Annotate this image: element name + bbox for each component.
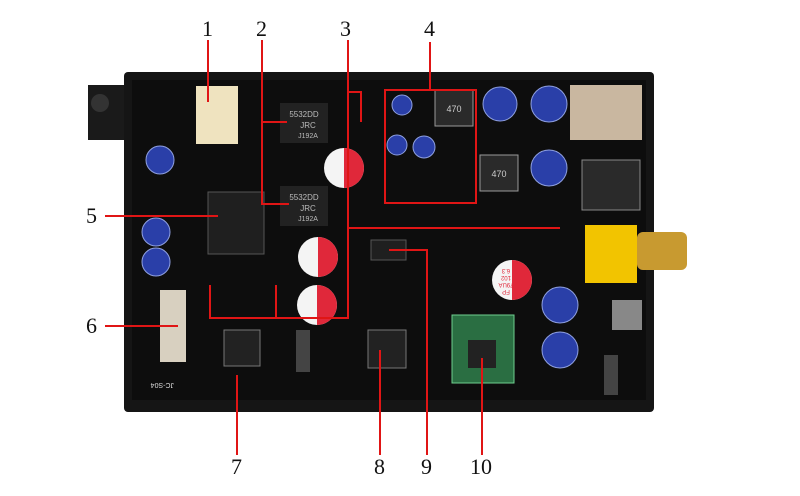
microcontroller bbox=[223, 329, 261, 367]
blue-capacitors bbox=[141, 85, 579, 369]
inductor: 470 bbox=[479, 154, 519, 192]
callout-9: 9 bbox=[421, 454, 432, 479]
usb-controller bbox=[367, 329, 407, 369]
leader-lines bbox=[105, 40, 560, 455]
pin-header bbox=[604, 355, 618, 395]
micro-usb-port bbox=[612, 300, 642, 330]
cap-marking-line4: 6.3 bbox=[501, 267, 510, 273]
cap-marking-line2: 79UA bbox=[498, 281, 513, 287]
opamp-brand: JRC bbox=[300, 121, 316, 130]
rca-connector bbox=[585, 225, 637, 283]
cap-marking-line3: 102 bbox=[500, 274, 511, 280]
callout-1: 1 bbox=[202, 16, 213, 41]
opamp-chip: 5532DD JRC J192A bbox=[280, 186, 328, 226]
capacitor-marking: FP 79UA 102 6.3 bbox=[498, 267, 513, 294]
dac-chip bbox=[207, 191, 265, 255]
opamp-marking: 5532DD bbox=[289, 193, 319, 202]
callout-6: 6 bbox=[86, 313, 97, 338]
opamp-code: J192A bbox=[298, 133, 318, 140]
callout-2: 2 bbox=[256, 16, 267, 41]
cap-marking-line1: FP bbox=[502, 288, 510, 294]
pin-header bbox=[296, 330, 310, 372]
relay bbox=[196, 86, 238, 144]
opamp-code: J192A bbox=[298, 216, 318, 223]
opamp-brand: JRC bbox=[300, 204, 316, 213]
callout-7: 7 bbox=[231, 454, 242, 479]
opamp-chip: 5532DD JRC J192A bbox=[280, 103, 328, 143]
inductor-marking: 470 bbox=[446, 104, 461, 114]
callout-3: 3 bbox=[340, 16, 351, 41]
callout-10: 10 bbox=[470, 454, 492, 479]
callout-5: 5 bbox=[86, 203, 97, 228]
optical-input bbox=[581, 159, 641, 211]
callout-8: 8 bbox=[374, 454, 385, 479]
board-label: JC-S04 bbox=[151, 381, 174, 388]
opamp-marking: 5532DD bbox=[289, 110, 319, 119]
red-capacitor bbox=[297, 148, 532, 325]
coaxial-output bbox=[570, 85, 642, 140]
callout-4: 4 bbox=[424, 16, 435, 41]
inductor-marking: 470 bbox=[491, 169, 506, 179]
inductor: 470 bbox=[434, 89, 474, 127]
